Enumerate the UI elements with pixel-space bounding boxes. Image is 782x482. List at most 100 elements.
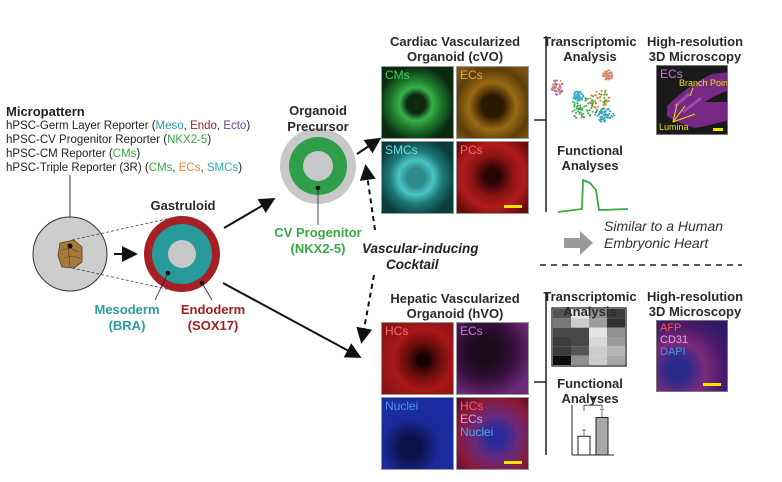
umap-point: [594, 94, 597, 97]
heatmap-cell: [553, 309, 571, 319]
umap-point: [609, 110, 612, 113]
heatmap-cell: [553, 346, 571, 356]
umap-point: [575, 111, 577, 114]
umap-point: [590, 101, 592, 104]
umap-point: [592, 105, 595, 108]
umap-point: [612, 112, 615, 115]
umap-point: [603, 93, 606, 96]
cvo-microscopy-heading: High-resolution 3D Microscopy: [640, 34, 750, 64]
umap-point: [607, 100, 610, 102]
umap-point: [601, 111, 604, 114]
branch-point-label: Branch Point: [679, 78, 728, 88]
reporter-marker: Ecto: [223, 120, 247, 132]
cocktail-arrow-down: [356, 274, 375, 344]
heatmap-cell: [607, 355, 625, 365]
reporter-marker: ECs: [178, 162, 201, 174]
umap-point: [599, 99, 602, 102]
micropattern-line: hPSC-CM Reporter (CMs): [6, 148, 141, 160]
micropattern-legend: Micropattern hPSC-Germ Layer Reporter (M…: [6, 104, 250, 175]
heatmap-cell: [589, 318, 607, 328]
umap-point: [550, 88, 553, 90]
umap-point: [552, 83, 555, 86]
heatmap-cell: [571, 346, 589, 356]
umap-point: [610, 74, 612, 77]
tile-label: Nuclei: [385, 399, 419, 413]
umap-point: [595, 96, 598, 99]
heatmap-cell: [553, 327, 571, 337]
umap-point: [600, 93, 602, 96]
reporter-marker: NKX2-5: [167, 134, 208, 146]
umap-point: [591, 103, 594, 105]
umap-point: [587, 112, 590, 115]
umap-point: [603, 116, 606, 119]
hvo-title: Hepatic Vascularized Organoid (hVO): [380, 291, 530, 321]
arrow-to-precursor: [223, 197, 276, 229]
heatmap-cell: [589, 327, 607, 337]
tile-label: ECs: [460, 324, 483, 338]
heading-line1: Functional: [557, 376, 623, 391]
cvo-analysis-bracket: [534, 36, 547, 212]
progenitor-label: CV Progenitor (NKX2-5): [268, 225, 368, 257]
endoderm-name: Endoderm: [180, 302, 246, 317]
heatmap-cell: [571, 327, 589, 337]
heatmap-cell: [589, 346, 607, 356]
umap-point: [578, 91, 581, 93]
umap-point: [555, 85, 558, 88]
heatmap-cell: [571, 309, 589, 319]
separator: ,: [183, 120, 191, 132]
heading-line1: High-resolution: [646, 289, 744, 304]
similarity-arrow: [564, 231, 593, 255]
tile-label: ECs: [460, 412, 483, 426]
precursor-core: [303, 151, 333, 181]
cocktail-line1: Vascular-inducing: [362, 241, 479, 256]
umap-point: [575, 95, 578, 98]
umap-point: [594, 102, 597, 105]
umap-point: [589, 97, 592, 100]
umap-point: [590, 94, 593, 97]
umap-point: [610, 71, 613, 74]
endoderm-label: Endoderm (SOX17): [178, 302, 248, 334]
umap-point: [602, 107, 605, 110]
umap-point: [602, 72, 605, 75]
umap-point: [606, 115, 609, 118]
scale-bar: [504, 205, 522, 208]
arrow-to-cvo: [356, 137, 382, 155]
heatmap-cell: [607, 309, 625, 319]
umap-point: [573, 103, 576, 106]
scale-bar: [504, 461, 522, 464]
cvo-title-line2: Organoid (cVO): [406, 49, 504, 64]
umap-point: [575, 97, 577, 100]
heatmap-cell: [553, 337, 571, 347]
bar-chart: *: [571, 395, 614, 456]
cocktail-arrow-up: [359, 164, 376, 231]
umap-point: [594, 111, 597, 114]
umap-point: [607, 78, 610, 81]
umap-point: [603, 74, 606, 76]
umap-point: [577, 110, 580, 113]
umap-point: [572, 100, 574, 103]
umap-point: [608, 74, 611, 77]
endoderm-pointer: [201, 282, 213, 301]
cvo-microscopy-image: ECs Branch Point Lumina: [656, 65, 728, 135]
precursor-title: Organoid Precursor: [280, 103, 356, 135]
significance-star: *: [591, 395, 596, 407]
hvo-microscopy-heading: High-resolution 3D Microscopy: [640, 289, 750, 319]
cvo-tile-ecs: ECs: [456, 66, 529, 139]
umap-point: [576, 99, 579, 102]
zoom-line-top: [71, 215, 181, 241]
reporter-marker: CMs: [148, 162, 173, 174]
umap-point: [605, 78, 608, 81]
umap-point: [555, 93, 558, 96]
umap-point: [577, 104, 579, 107]
umap-point: [607, 108, 610, 111]
heatmap-cell: [571, 318, 589, 328]
heatmap-cell: [607, 346, 625, 356]
hvo-analysis-bracket: [534, 292, 547, 455]
heatmap-cell: [571, 355, 589, 365]
umap-point: [572, 97, 575, 100]
tile-label: CMs: [385, 68, 410, 82]
umap-point: [603, 113, 606, 116]
umap-point: [611, 115, 614, 118]
umap-point: [559, 91, 562, 93]
cocktail-line2: Cocktail: [386, 257, 439, 272]
